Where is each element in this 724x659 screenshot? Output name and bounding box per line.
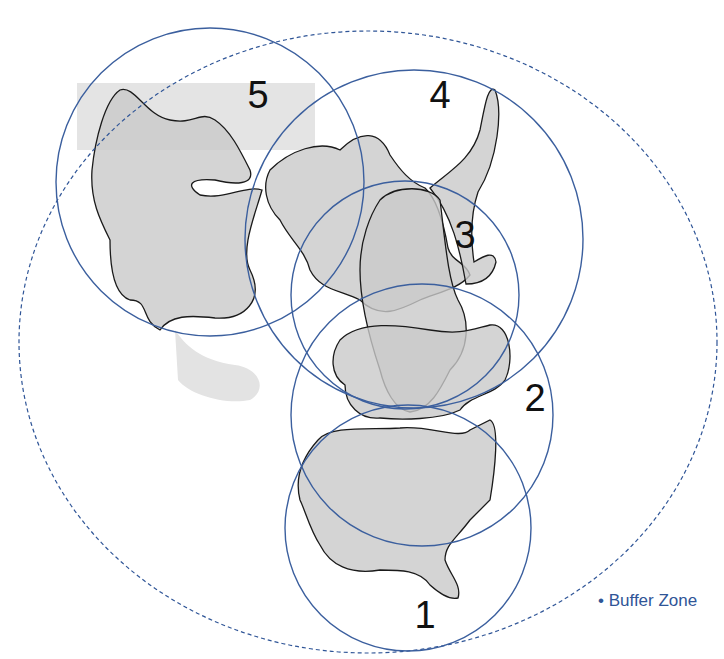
- coverage-circle: 2: [290, 283, 554, 547]
- coverage-circle-shape: [56, 28, 364, 336]
- callout-number: 5: [247, 76, 268, 114]
- buffer-zone: • Buffer Zone 1 2 3 4 5: [18, 30, 718, 654]
- coverage-circle-outline: [55, 27, 365, 337]
- coverage-circle: 4: [244, 69, 584, 409]
- buffer-zone-outline: [18, 30, 718, 654]
- coverage-circle: 1: [284, 404, 532, 652]
- coverage-circle-outline: [290, 283, 554, 547]
- footprint-1: [298, 420, 496, 598]
- coverage-circle: 5: [55, 27, 365, 337]
- faint-shape: [175, 330, 260, 401]
- coverage-circle-outline: [290, 180, 520, 410]
- coverage-circle-shape: [245, 70, 583, 408]
- coverage-circle-shape: [285, 405, 531, 651]
- coverage-circle-outline: [244, 69, 584, 409]
- coverage-circle-outline: [284, 404, 532, 652]
- footprint-2: [333, 325, 510, 419]
- coverage-circle-shape: [291, 284, 553, 546]
- callout-number: 4: [429, 76, 450, 114]
- buffer-zone-shape: [19, 31, 717, 653]
- callout-number: 1: [414, 596, 435, 634]
- callout-number: 3: [454, 216, 475, 254]
- callout-number: 2: [524, 379, 545, 417]
- coverage-circle-shape: [291, 181, 519, 409]
- coverage-circle: 3: [290, 180, 520, 410]
- zone-label: • Buffer Zone: [598, 592, 697, 609]
